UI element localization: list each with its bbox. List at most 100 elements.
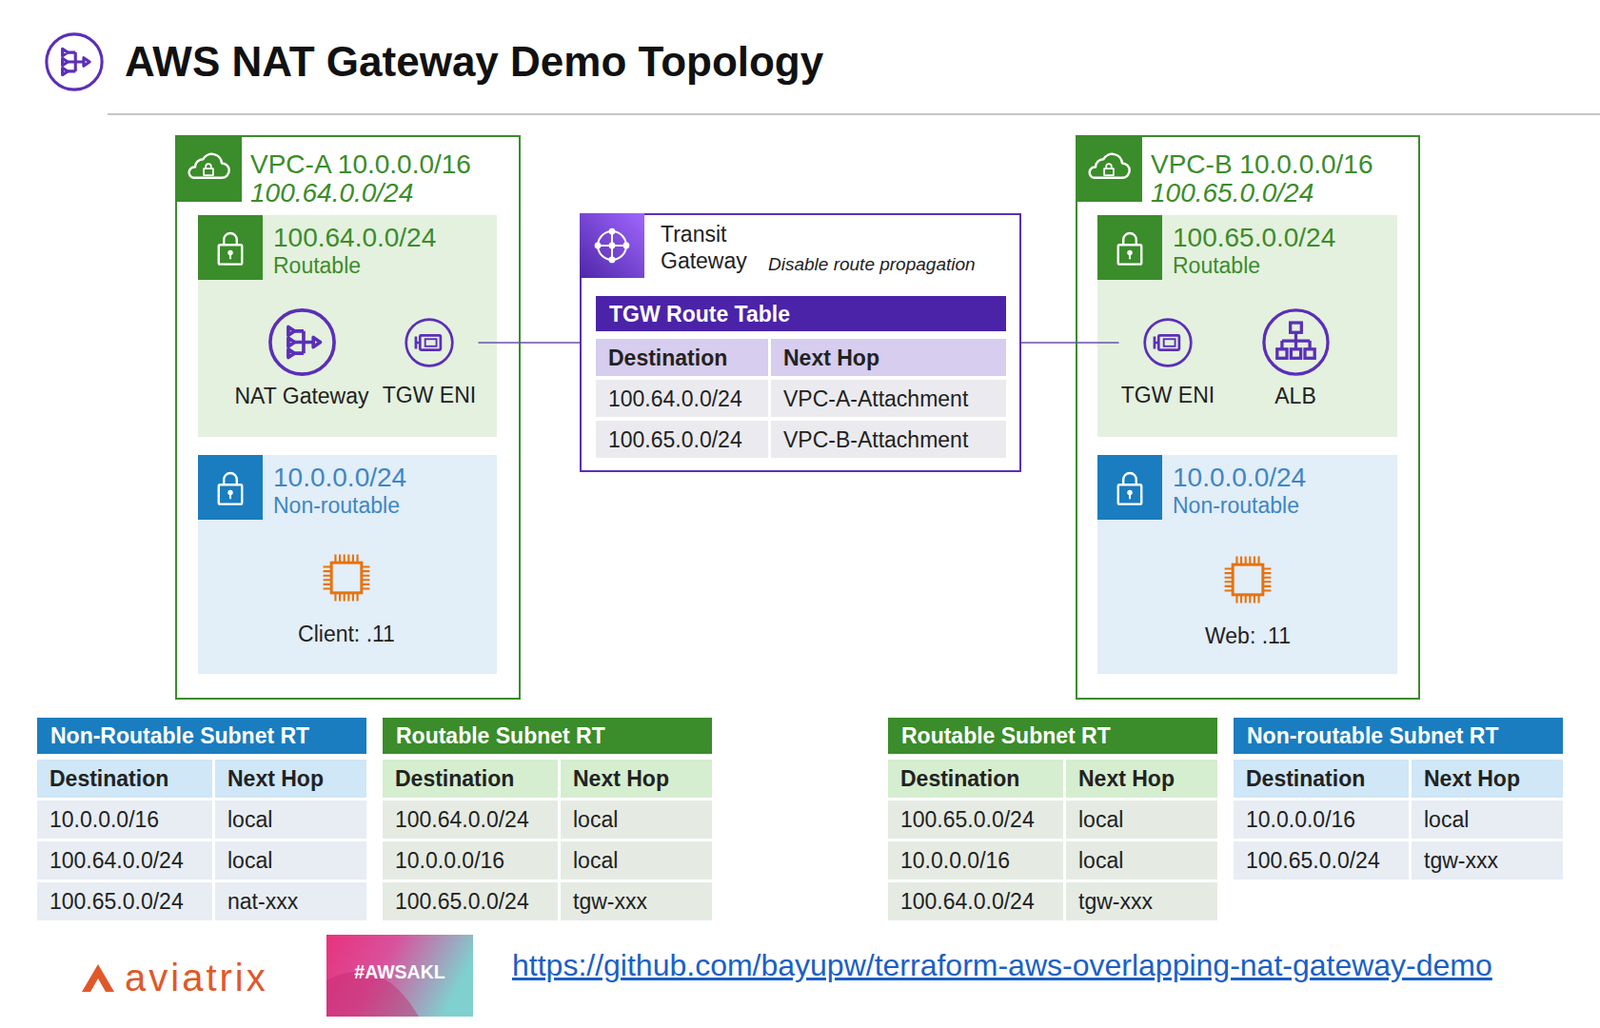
table-header-bar: TGW Route Table xyxy=(595,296,1007,332)
route-table: Routable Subnet RT Destination Next Hop 100… xyxy=(382,717,712,921)
graphic-part xyxy=(205,163,212,169)
text-slot: Routable xyxy=(1172,252,1261,279)
table-cell: local xyxy=(1078,847,1124,874)
graphic-part xyxy=(406,319,454,367)
graphic-part xyxy=(218,473,242,505)
graphic-part xyxy=(1106,163,1112,169)
table-cell-box: Next Hop xyxy=(215,759,367,798)
vpc-box: NAT GatewayTGW ENI100.64.0.0/24RoutableC… xyxy=(175,135,521,700)
graphic-part xyxy=(1123,473,1137,485)
table-cell-box: Destination xyxy=(37,759,213,798)
table-cell-box: tgw-xxx xyxy=(1411,841,1563,880)
group-icon xyxy=(1075,135,1143,202)
text-slot: aviatrix xyxy=(124,955,269,1000)
text-slot: VPC-A 10.0.0.0/16 xyxy=(250,150,472,179)
graphic-part xyxy=(1118,244,1142,264)
table-cell-box: Destination xyxy=(382,759,558,798)
text-slot: VPC-B 10.0.0.0/16 xyxy=(1150,150,1373,179)
table-cell-box: local xyxy=(215,841,367,880)
aviatrix-logo-mark xyxy=(81,964,115,992)
group-subheading: Routable xyxy=(1172,252,1261,279)
column-header: Destination xyxy=(900,765,1020,792)
graphic-part xyxy=(1290,349,1301,358)
graphic-part xyxy=(189,154,230,178)
graphic-part xyxy=(218,244,242,264)
graphic-part xyxy=(425,338,437,347)
table-cell-box: VPC-A-Attachment xyxy=(770,379,1007,417)
table-grid: Destination Next Hop 10.0.0.0/16 local 100.6… xyxy=(37,759,367,921)
graphic-part xyxy=(1232,564,1264,595)
graphic-part xyxy=(269,310,334,375)
transit-gateway-box: TGW Route TableDestinationNext Hop100.64… xyxy=(579,213,1022,473)
group-subheading: Routable xyxy=(273,252,361,279)
graphic-part xyxy=(223,233,238,245)
load-balancer-node: ALB xyxy=(1259,307,1333,410)
table-cell-box: local xyxy=(560,800,712,839)
text-slot: Non-routable xyxy=(1172,492,1300,519)
graphic-part xyxy=(597,231,627,260)
node-icon xyxy=(1216,548,1280,612)
table-cell-box: Next Hop xyxy=(1411,759,1563,798)
graphic-part xyxy=(597,231,627,260)
graphic-part xyxy=(1097,454,1163,520)
graphic-part xyxy=(175,135,242,202)
table-grid: Destination Next Hop 100.64.0.0/24local 10.… xyxy=(382,759,712,921)
graphic-part xyxy=(1224,556,1272,604)
logo-wordmark: #AWSAKL xyxy=(326,959,474,985)
table-cell-box: 10.0.0.0/16 xyxy=(37,800,213,839)
table-cell-box: local xyxy=(1411,800,1563,839)
graphic-part xyxy=(1303,349,1314,358)
route-table: TGW Route TableDestinationNext Hop100.64… xyxy=(595,296,1007,458)
table-cell: 100.65.0.0/24 xyxy=(1245,847,1381,874)
graphic-part xyxy=(203,168,214,176)
node-label: TGW ENI xyxy=(1119,381,1218,409)
graphic-part xyxy=(197,454,263,520)
table-cell-box: 100.64.0.0/24 xyxy=(382,800,558,839)
table-cell-box: 100.65.0.0/24 xyxy=(888,800,1064,839)
graphic-part xyxy=(223,473,238,485)
group-icon xyxy=(197,215,263,280)
table-cell: 10.0.0.0/16 xyxy=(49,806,159,833)
group-heading: VPC-B 10.0.0.0/16 xyxy=(1150,150,1373,179)
column-header: Next Hop xyxy=(227,765,324,792)
graphic-part xyxy=(1128,254,1131,259)
table-grid: DestinationNext Hop10.0.0.0/16local100.6… xyxy=(1233,759,1563,880)
table-cell: 10.0.0.0/16 xyxy=(395,847,505,874)
table-cell: local xyxy=(227,806,273,833)
graphic-part xyxy=(1075,135,1143,202)
title-icon-head xyxy=(83,58,90,67)
page-title: AWS NAT Gateway Demo Topology xyxy=(124,37,824,87)
table-title: Non-routable Subnet RT xyxy=(1246,722,1499,750)
graphic-part xyxy=(1154,336,1159,350)
column-header: Next Hop xyxy=(1423,765,1521,792)
table-cell: local xyxy=(227,847,273,874)
group-subheading: Disable route propagation xyxy=(768,253,976,277)
table-cell-box: local xyxy=(215,800,367,839)
subnet-box: Client: .1110.0.0.0/24Non-routable xyxy=(197,454,497,674)
table-cell-box: Destination xyxy=(595,338,769,376)
graphic-part xyxy=(323,554,371,602)
node-icon xyxy=(1261,307,1331,377)
column-header: Next Hop xyxy=(572,765,670,792)
awsakl-logo-panel xyxy=(326,934,474,1017)
graphic-part xyxy=(1224,556,1272,604)
table-title: Routable Subnet RT xyxy=(395,722,606,750)
table-title: TGW Route Table xyxy=(609,300,791,328)
column-header: Destination xyxy=(1245,765,1365,792)
table-cell: 100.64.0.0/24 xyxy=(49,847,184,874)
table-cell-box: 100.64.0.0/24 xyxy=(888,882,1064,921)
table-cell-box: local xyxy=(1066,841,1218,880)
table-title: Non-Routable Subnet RT xyxy=(50,722,310,750)
graphic-part xyxy=(1104,168,1114,176)
table-cell-box: Next Hop xyxy=(560,759,712,798)
table-cell: 100.65.0.0/24 xyxy=(900,806,1035,833)
column-header: Next Hop xyxy=(1078,765,1175,792)
table-cell-box: Next Hop xyxy=(770,338,1007,376)
table-cell: 100.64.0.0/24 xyxy=(900,888,1035,915)
text-slot: 100.65.0.0/24 xyxy=(1150,178,1314,208)
column-header: Destination xyxy=(608,344,728,372)
table-cell-box: nat-xxx xyxy=(215,882,367,921)
node-label: ALB xyxy=(1259,382,1333,410)
title-icon-arrows xyxy=(62,48,69,75)
table-cell-box: local xyxy=(560,841,712,880)
